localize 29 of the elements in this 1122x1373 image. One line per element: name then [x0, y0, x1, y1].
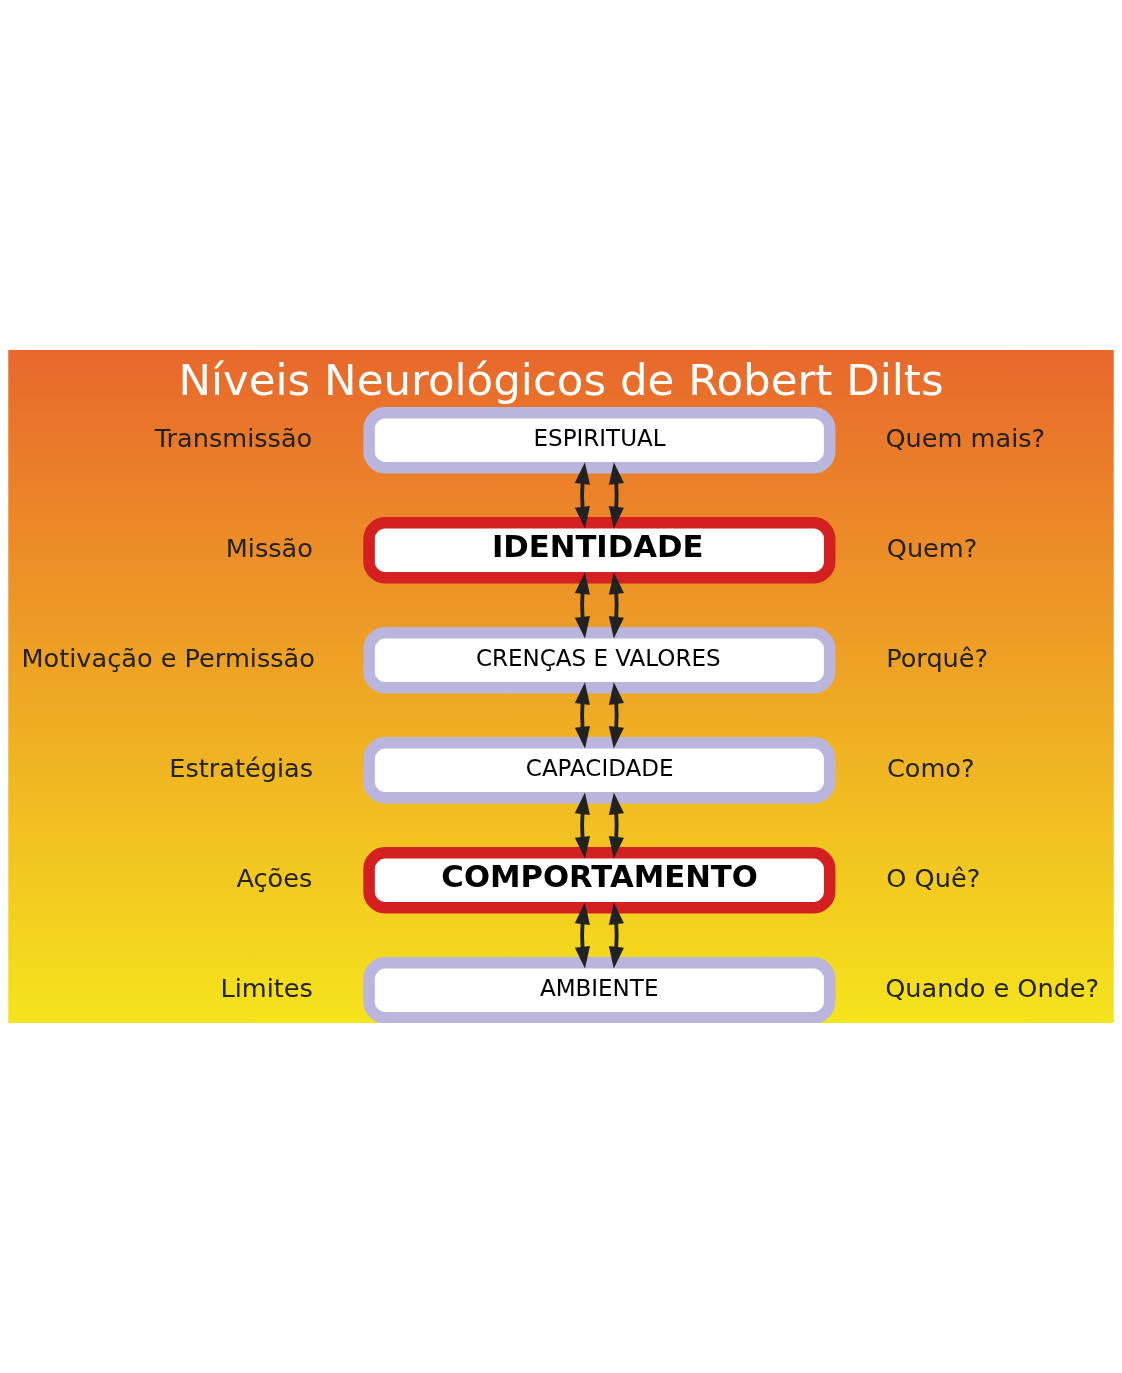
- node-label: Quem?: [886, 532, 978, 563]
- arrow: [608, 572, 624, 639]
- node-label: Estratégias: [169, 752, 314, 783]
- node-box: CAPACIDADE: [363, 737, 836, 804]
- node-label: Motivação e Permissão: [21, 642, 315, 673]
- arrow: [608, 682, 624, 749]
- node-label: Quem mais?: [885, 422, 1046, 453]
- arrow: [608, 462, 624, 529]
- node-label: Porquê?: [886, 642, 989, 673]
- arrow: [608, 902, 624, 969]
- node-box: IDENTIDADE: [363, 516, 836, 584]
- diagram-title: Níveis Neurológicos de Robert Dilts: [178, 355, 944, 406]
- node-label: Quando e Onde?: [885, 972, 1100, 1003]
- arrow: [574, 462, 590, 529]
- node-label: Missão: [225, 532, 313, 563]
- node-label: O Quê?: [886, 862, 981, 893]
- node-box: ESPIRITUAL: [363, 406, 836, 474]
- node-label: Como?: [886, 752, 975, 783]
- arrow: [574, 572, 590, 639]
- node-label: Limites: [220, 972, 313, 1003]
- node-label: Transmissão: [154, 422, 313, 453]
- node-box: COMPORTAMENTO: [363, 847, 836, 914]
- node-box: AMBIENTE: [363, 957, 836, 1023]
- arrow: [574, 902, 590, 969]
- node-label: Ações: [236, 862, 313, 893]
- arrow: [608, 792, 624, 859]
- arrow: [574, 792, 590, 859]
- arrow: [574, 682, 590, 749]
- node-box: CRENÇAS E VALORES: [363, 627, 836, 694]
